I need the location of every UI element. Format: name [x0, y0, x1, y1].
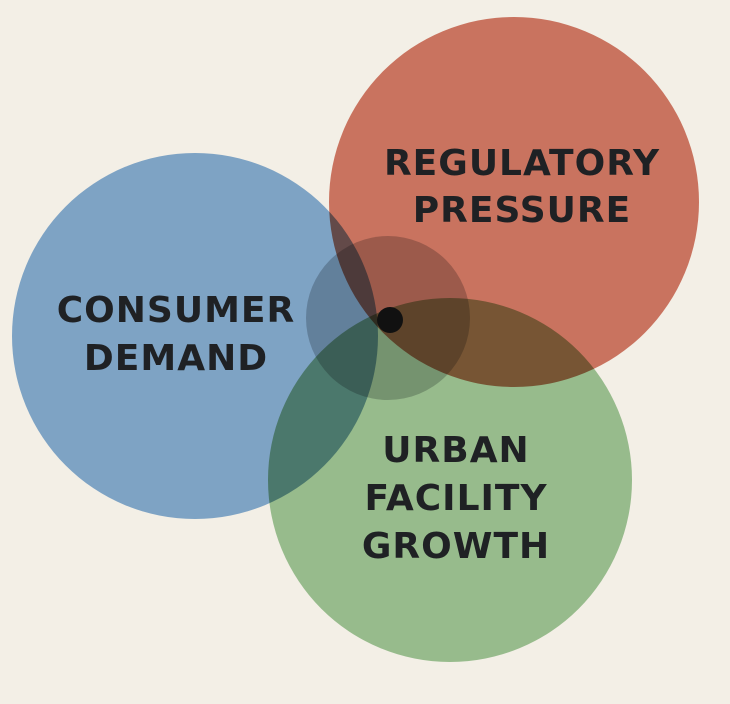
urban-label-line3: GROWTH [362, 526, 550, 567]
regulatory-label-line2: PRESSURE [413, 190, 631, 231]
consumer-label-line1: CONSUMER [57, 290, 295, 331]
urban-label-line2: FACILITY [364, 478, 547, 519]
center-dot [377, 307, 403, 333]
consumer-label-line2: DEMAND [84, 338, 268, 379]
regulatory-label-line1: REGULATORY [384, 143, 660, 184]
urban-label-line1: URBAN [382, 430, 529, 471]
